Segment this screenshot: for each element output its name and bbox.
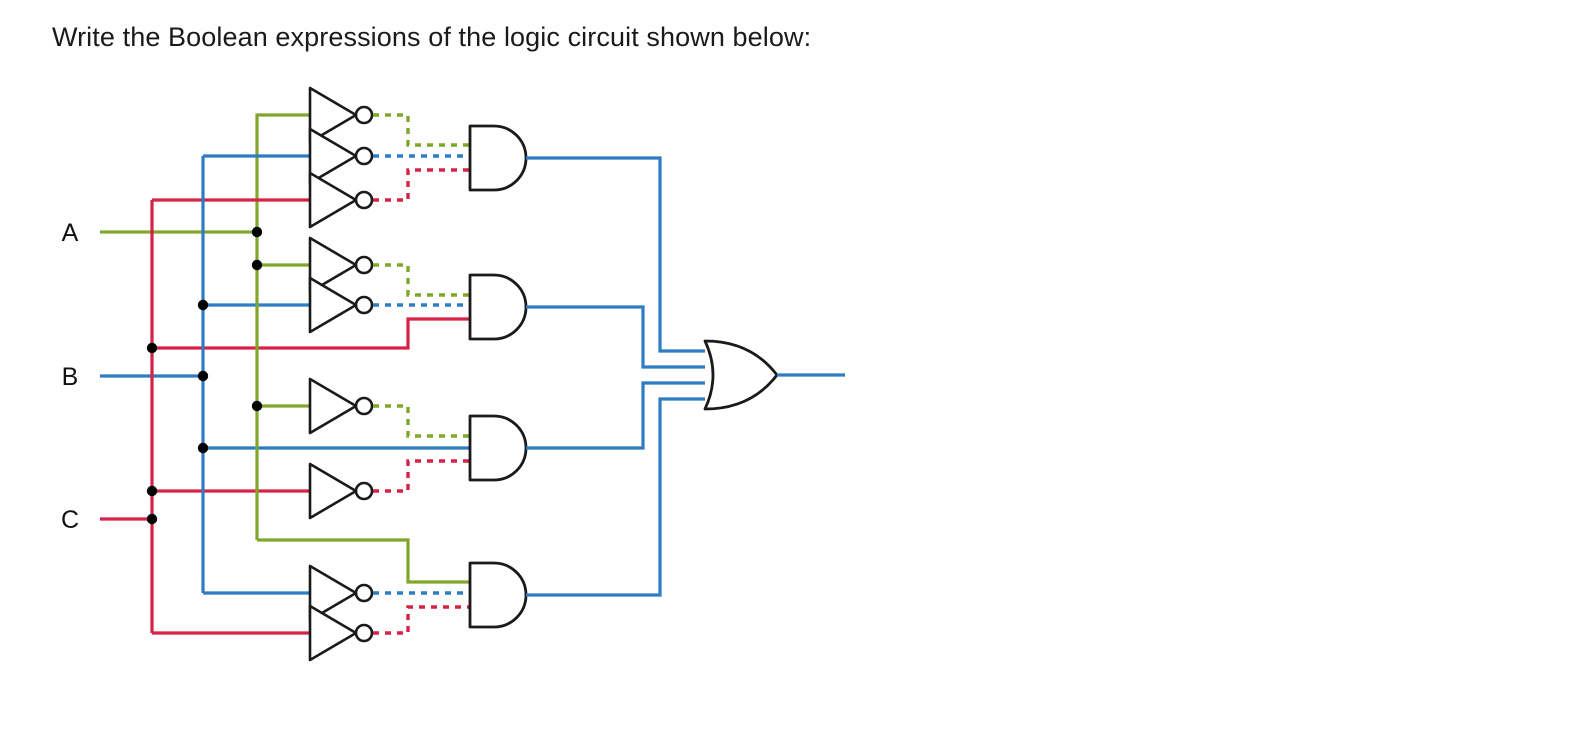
and-gate-1 [468,124,528,192]
wire-not-a-2-to-and-2 [373,263,470,297]
wire-and-1-to-or [526,156,705,353]
junction-dot [251,226,263,238]
page-title: Write the Boolean expressions of the log… [52,22,812,52]
not-gate-c-4 [308,604,374,662]
wire-and-3-to-or [526,381,705,450]
logic-circuit-diagram: A B C [0,60,1592,748]
junction-dot [146,513,158,525]
input-label-a: A [62,219,79,247]
junction-dots [146,226,263,525]
wire-not-a-1-to-and-1 [373,113,470,147]
wire-a-direct-to-and-4 [257,538,470,584]
junction-dot [251,400,263,412]
wire-not-c-4-to-and-4 [373,605,470,635]
not-gate-b-2 [308,276,374,334]
and-gate-4 [468,561,528,629]
input-label-b: B [62,363,79,391]
junction-dot [197,442,209,454]
or-gate [703,339,779,411]
wire-a-to-not-a-1 [255,113,310,232]
not-gate-c-1 [308,171,374,229]
and-group-2 [152,236,705,369]
wire-not-c-3-to-and-3 [373,459,470,493]
and-gate-2 [468,273,528,341]
wire-and-4-to-or [526,397,705,597]
wire-not-c-1-to-and-1 [373,168,470,202]
not-gate-b-1 [308,127,374,185]
input-buses [100,156,259,633]
wire-and-2-to-or [526,305,705,369]
wire-not-a-3-to-and-3 [373,404,470,438]
junction-dot [146,342,158,354]
not-gate-a-3 [308,377,374,435]
wire-c-direct-to-and-2 [152,317,470,350]
junction-dot [197,299,209,311]
input-label-c: C [61,506,79,534]
and-group-3 [152,377,705,520]
not-gate-c-3 [308,462,374,520]
and-group-4 [152,397,705,662]
junction-dot [197,370,209,382]
junction-dot [146,485,158,497]
and-gate-3 [468,414,528,482]
junction-dot [251,259,263,271]
and-group-1 [152,86,705,353]
